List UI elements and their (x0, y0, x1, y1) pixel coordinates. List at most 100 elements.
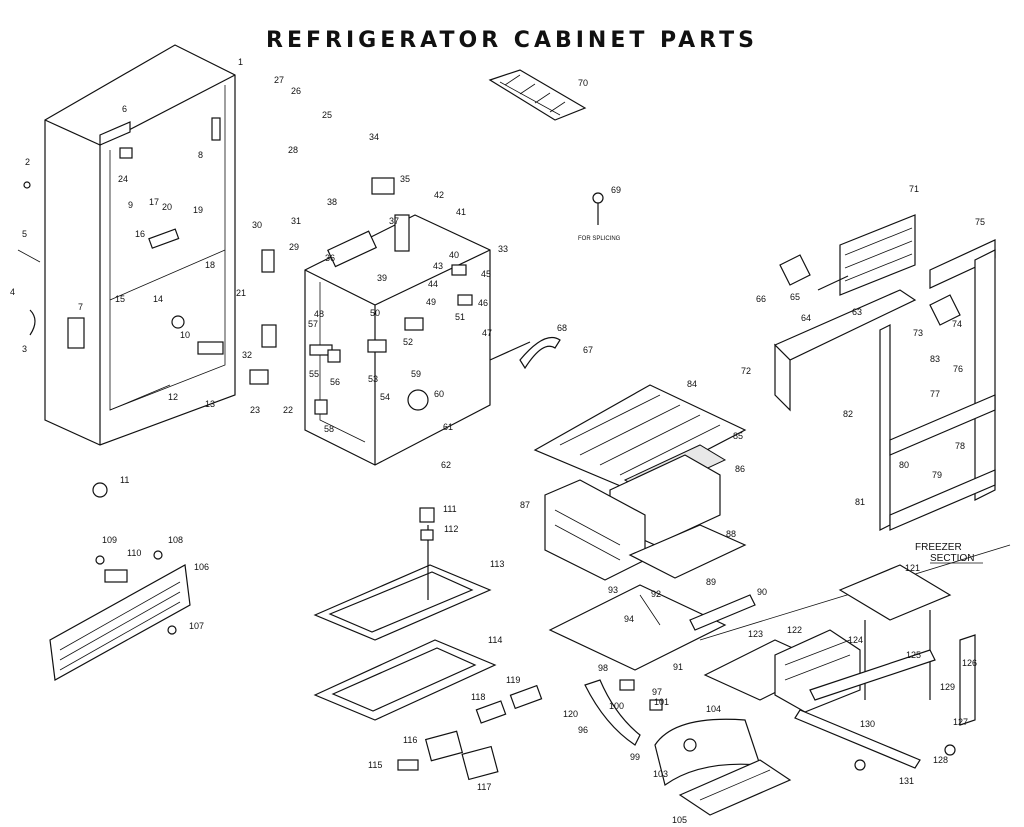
callout-85: 85 (733, 431, 743, 441)
callout-86: 86 (735, 464, 745, 474)
callout-120: 120 (563, 709, 578, 719)
callout-97: 97 (652, 687, 662, 697)
callout-110: 110 (127, 548, 141, 558)
callout-130: 130 (860, 719, 875, 729)
callout-41: 41 (456, 207, 466, 217)
callout-50: 50 (370, 308, 380, 318)
callout-101: 101 (654, 697, 669, 707)
callout-43: 43 (433, 261, 443, 271)
callout-25: 25 (322, 110, 332, 120)
callout-49: 49 (426, 297, 436, 307)
freezer-shelves (699, 544, 1011, 771)
callout-129: 129 (940, 682, 955, 692)
callout-106: 106 (194, 562, 209, 572)
callout-24: 24 (118, 174, 128, 184)
callout-26: 26 (291, 86, 301, 96)
callout-22: 22 (283, 405, 293, 415)
callout-60: 60 (434, 389, 444, 399)
callout-19: 19 (193, 205, 203, 215)
callout-1: 1 (238, 57, 243, 67)
callout-53: 53 (368, 374, 378, 384)
grille-panel (49, 550, 191, 681)
callout-113: 113 (490, 559, 504, 569)
callout-99: 99 (630, 752, 640, 762)
callout-111: 111 (443, 504, 457, 514)
callout-14: 14 (153, 294, 163, 304)
splice-note: FOR SPLICING (578, 236, 621, 242)
ice-tray (488, 69, 587, 121)
callout-37: 37 (389, 216, 399, 226)
callout-118: 118 (471, 692, 485, 702)
splice-connector (592, 192, 604, 225)
callout-33: 33 (498, 244, 508, 254)
callout-11: 11 (120, 475, 129, 485)
callout-42: 42 (434, 190, 444, 200)
callout-89: 89 (706, 577, 716, 587)
callout-15: 15 (115, 294, 125, 304)
callout-28: 28 (288, 145, 298, 155)
callout-90: 90 (757, 587, 767, 597)
callout-18: 18 (205, 260, 215, 270)
callout-66: 66 (756, 294, 766, 304)
callout-8: 8 (198, 150, 203, 160)
callout-16: 16 (135, 229, 145, 239)
callout-36: 36 (325, 253, 335, 263)
callout-48: 48 (314, 309, 324, 319)
callout-122: 122 (787, 625, 802, 635)
callout-119: 119 (506, 675, 520, 685)
callout-47: 47 (482, 328, 492, 338)
callout-20: 20 (162, 202, 172, 212)
drawer-assembly (584, 679, 792, 816)
callout-98: 98 (598, 663, 608, 673)
callout-109: 109 (102, 535, 117, 545)
callout-131: 131 (899, 776, 914, 786)
callout-62: 62 (441, 460, 451, 470)
callout-65: 65 (790, 292, 800, 302)
callout-5: 5 (22, 229, 27, 239)
callout-38: 38 (327, 197, 337, 207)
cabinet-shell (44, 44, 236, 446)
callout-4: 4 (10, 287, 15, 297)
callout-9: 9 (128, 200, 133, 210)
callout-77: 77 (930, 389, 940, 399)
callout-52: 52 (403, 337, 413, 347)
callout-3: 3 (22, 344, 27, 354)
callout-104: 104 (706, 704, 721, 714)
callout-31: 31 (291, 216, 301, 226)
callout-21: 21 (236, 288, 246, 298)
callout-40: 40 (449, 250, 459, 260)
callout-81: 81 (855, 497, 865, 507)
callout-128: 128 (933, 755, 948, 765)
callout-108: 108 (168, 535, 183, 545)
callout-7: 7 (78, 302, 83, 312)
callout-29: 29 (289, 242, 299, 252)
callout-61: 61 (443, 422, 453, 432)
callout-45: 45 (481, 269, 491, 279)
callout-57: 57 (308, 319, 318, 329)
callout-116: 116 (403, 735, 417, 745)
callout-32: 32 (242, 350, 252, 360)
callout-107: 107 (189, 621, 204, 631)
callout-100: 100 (609, 701, 624, 711)
callout-82: 82 (843, 409, 853, 419)
callout-92: 92 (651, 589, 661, 599)
callout-83: 83 (930, 354, 940, 364)
callout-117: 117 (477, 782, 491, 792)
callout-126: 126 (962, 658, 977, 668)
callout-68: 68 (557, 323, 567, 333)
callout-10: 10 (180, 330, 190, 340)
callout-6: 6 (122, 104, 127, 114)
freezer-section-label-line2: SECTION (930, 553, 974, 564)
callout-125: 125 (906, 650, 921, 660)
callout-54: 54 (380, 392, 390, 402)
callout-34: 34 (369, 132, 379, 142)
callout-121: 121 (905, 563, 920, 573)
callout-103: 103 (653, 769, 668, 779)
callout-74: 74 (952, 319, 962, 329)
callout-94: 94 (624, 614, 634, 624)
callout-93: 93 (608, 585, 618, 595)
callout-91: 91 (673, 662, 683, 672)
callout-46: 46 (478, 298, 488, 308)
